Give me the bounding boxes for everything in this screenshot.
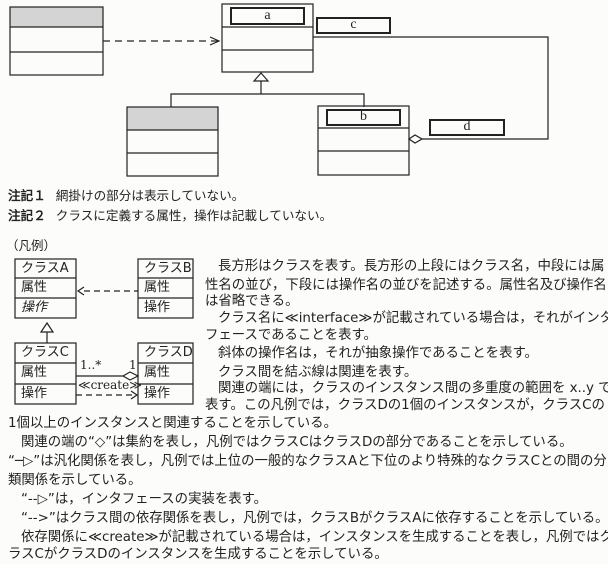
generalization-triangle <box>252 72 270 82</box>
legend-class-d <box>137 342 194 405</box>
explanation-line: 類関係を示している。 <box>8 473 142 488</box>
blank-label-d: d <box>463 119 471 134</box>
class-d-attr: 属性 <box>144 365 171 380</box>
explanation-line: 表す。この凡例では，クラスDの1個のインスタンスが，クラスCの <box>205 398 605 413</box>
explanation-line: 性名の並び，下段には操作名の並びを記述する。属性名及び操作名 <box>205 278 607 293</box>
blank-label-c: c <box>350 17 357 32</box>
explanation-line: 1個以上のインスタンスと関連することを示している。 <box>8 416 337 431</box>
legend-title: （凡例） <box>6 238 57 253</box>
explanation-line: “--▷”は，インタフェースの実装を表す。 <box>21 492 268 507</box>
legend-class-c <box>14 342 77 405</box>
explanation-line: 斜体の操作名は，それが抽象操作であることを表す。 <box>218 346 538 361</box>
explanation-line: “-->”はクラス間の依存関係を表し，凡例では，クラスBがクラスAに依存すること… <box>21 511 608 526</box>
aggregation-diamond <box>407 134 424 144</box>
class-box-b <box>317 105 410 176</box>
explanation-line: クラス名に≪interface≫が記載されている場合は，それがインタ <box>218 311 608 326</box>
class-b-op: 操作 <box>144 300 171 315</box>
blank-label-a: a <box>264 8 271 23</box>
blank-box-d <box>429 119 505 136</box>
create-label: ≪create≫ <box>78 378 142 392</box>
class-c-op: 操作 <box>21 386 48 401</box>
shaded-class-name <box>10 7 103 27</box>
legend-class-a <box>14 258 77 319</box>
blank-box-b <box>326 109 401 126</box>
blank-box-a <box>230 7 305 25</box>
multiplicity-c: 1..* <box>80 358 102 372</box>
aggregation-line <box>313 36 549 140</box>
explanation-line: は省略できる。 <box>205 294 299 309</box>
class-b-attr: 属性 <box>144 280 171 295</box>
class-c-attr: 属性 <box>21 365 48 380</box>
class-box-shaded <box>126 106 219 177</box>
explanation-line: ラスCがクラスDのインスタンスを生成することを示している。 <box>8 547 388 562</box>
class-c-name: クラスC <box>21 345 69 360</box>
explanation-line: フェースであることを表す。 <box>205 328 377 343</box>
explanation-line: 関連の端の“◇”は集約を表し，凡例ではクラスCはクラスDの部分であることを示して… <box>21 435 573 450</box>
explanation-line: 依存関係に≪create≫が記載されている場合は，インスタンスを生成することを表… <box>21 530 608 545</box>
class-d-name: クラスD <box>144 345 193 360</box>
explanation-line: 関連の端には，クラスのインスタンス間の多重度の範囲を x..y で <box>218 381 608 396</box>
blank-label-b: b <box>360 109 367 124</box>
class-b-name: クラスB <box>144 261 192 276</box>
legend-class-b <box>137 258 194 319</box>
class-a-op: 操作 <box>21 300 48 315</box>
explanation-line: “─▷”は汎化関係を表し，凡例では上位の一般的なクラスAと下位のより特殊的なクラ… <box>8 454 607 469</box>
explanation-line: クラス間を結ぶ線は関連を表す。 <box>218 365 418 380</box>
class-box-a <box>221 3 314 73</box>
explanation-line: 長方形はクラスを表す。長方形の上段にはクラス名，中段には属 <box>218 259 605 274</box>
class-d-op: 操作 <box>144 386 171 401</box>
multiplicity-d: 1 <box>129 358 137 372</box>
blank-box-c <box>316 17 391 34</box>
class-a-attr: 属性 <box>21 280 48 295</box>
class-a-name: クラスA <box>21 261 69 276</box>
